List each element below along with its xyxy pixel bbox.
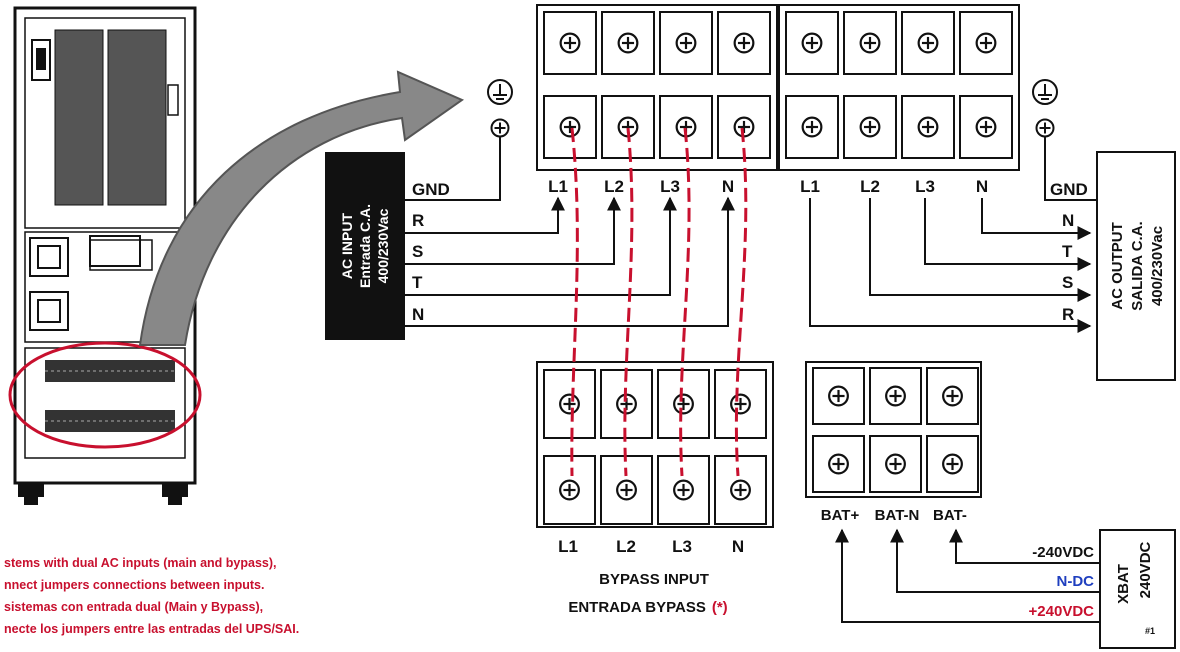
bypass-marker: (*) (712, 599, 728, 616)
output-terminal-block (778, 4, 1020, 171)
bypass-terminal-screw-icon (559, 393, 580, 415)
battery-terminal-screw-icon (942, 385, 963, 407)
output-terminal-l3: L3 (915, 177, 935, 196)
main-terminal-screw-icon (559, 32, 581, 54)
ac-input-subtitle: Entrada C.A. (357, 204, 373, 288)
battery-wire-pos: +240VDC (1029, 603, 1095, 620)
bypass-terminal-cell (543, 369, 596, 439)
main-terminal-screw-icon (675, 32, 697, 54)
output-terminal-cell (843, 95, 897, 159)
bypass-terminal-labels: L1 L2 L3 N (558, 537, 744, 556)
output-ground-icon (1032, 79, 1058, 138)
output-wire-r: R (1062, 305, 1074, 324)
battery-terminal-screw-icon (885, 385, 906, 407)
output-terminal-screw-icon (917, 32, 939, 54)
bypass-terminal-screw-icon (730, 479, 751, 501)
note-line: stems with dual AC inputs (main and bypa… (4, 556, 277, 570)
ac-input-voltage: 400/230Vac (375, 208, 391, 283)
input-ground-icon (487, 79, 513, 138)
xbat-note: #1 (1145, 626, 1155, 636)
main-terminal-l2: L2 (604, 177, 624, 196)
bypass-terminal-screw-icon (673, 393, 694, 415)
battery-terminal-screw-icon (828, 385, 849, 407)
input-wire-s: S (412, 242, 423, 261)
bypass-subtitle: ENTRADA BYPASS (*) (568, 599, 727, 616)
ac-output-block: AC OUTPUT SALIDA C.A. 400/230Vac (1096, 151, 1176, 381)
output-terminal-screw-icon (859, 116, 881, 138)
bypass-subtitle-text: ENTRADA BYPASS (568, 599, 706, 616)
main-terminal-labels: L1 L2 L3 N (548, 177, 734, 196)
output-terminal-screw-icon (801, 116, 823, 138)
ac-output-voltage: 400/230Vac (1149, 226, 1166, 306)
xbat-title: XBAT (1115, 564, 1132, 604)
ups-cabinet-illustration (8, 6, 202, 505)
output-wires (809, 135, 1097, 333)
bypass-terminal-screw-icon (559, 479, 580, 501)
output-wire-t: T (1062, 242, 1073, 261)
bypass-terminal-screw-icon (673, 479, 694, 501)
battery-terminal-screw-icon (828, 453, 849, 475)
bypass-terminal-l3: L3 (672, 537, 692, 556)
battery-terminal-screw-icon (885, 453, 906, 475)
bypass-terminal-block (536, 361, 774, 528)
battery-wires (835, 528, 1100, 623)
main-terminal-l3: L3 (660, 177, 680, 196)
output-wire-n: N (1062, 211, 1074, 230)
main-terminal-l1: L1 (548, 177, 568, 196)
output-terminal-labels: L1 L2 L3 N (800, 177, 988, 196)
ac-output-title: AC OUTPUT (1109, 222, 1126, 310)
ac-input-block: AC INPUT Entrada C.A. 400/230Vac (325, 152, 405, 340)
output-wire-s: S (1062, 273, 1073, 292)
main-input-terminal-block (536, 4, 778, 171)
battery-wire-neg: -240VDC (1032, 544, 1094, 561)
battery-terminal-plus: BAT+ (821, 507, 860, 524)
ac-input-title: AC INPUT (339, 213, 355, 280)
bypass-terminal-cell (543, 455, 596, 525)
ac-output-subtitle: SALIDA C.A. (1129, 221, 1146, 310)
main-terminal-screw-icon (559, 116, 581, 138)
output-terminal-cell (959, 11, 1013, 75)
output-terminal-n: N (976, 177, 988, 196)
input-wires (405, 135, 735, 327)
output-wire-gnd: GND (1050, 180, 1088, 199)
output-terminal-screw-icon (975, 32, 997, 54)
output-terminal-screw-icon (801, 32, 823, 54)
note-line: necte los jumpers entre las entradas del… (4, 622, 299, 636)
zoom-arrow (138, 70, 465, 346)
battery-terminal-labels: BAT+ BAT-N BAT- (821, 507, 967, 524)
bypass-terminal-screw-icon (730, 393, 751, 415)
output-terminal-l2: L2 (860, 177, 880, 196)
xbat-voltage: 240VDC (1137, 541, 1154, 598)
input-wire-t: T (412, 273, 423, 292)
note-line: nnect jumpers connections between inputs… (4, 578, 264, 592)
battery-terminal-block (805, 361, 982, 498)
xbat-box: XBAT 240VDC #1 (1099, 529, 1176, 649)
jumper-wires (570, 127, 748, 477)
bypass-terminal-screw-icon (616, 479, 637, 501)
bypass-terminal-l1: L1 (558, 537, 578, 556)
input-wire-gnd: GND (412, 180, 450, 199)
battery-terminal-n: BAT-N (875, 507, 920, 524)
main-terminal-screw-icon (617, 32, 639, 54)
battery-wire-n: N-DC (1057, 573, 1095, 590)
bypass-title: BYPASS INPUT (599, 571, 709, 588)
bypass-terminal-l2: L2 (616, 537, 636, 556)
main-terminal-n: N (722, 177, 734, 196)
note-line: sistemas con entrada dual (Main y Bypass… (4, 600, 263, 614)
bypass-terminal-n: N (732, 537, 744, 556)
battery-terminal-minus: BAT- (933, 507, 967, 524)
note-text: stems with dual AC inputs (main and bypa… (4, 556, 299, 636)
output-terminal-screw-icon (975, 116, 997, 138)
input-wire-n: N (412, 305, 424, 324)
input-wire-r: R (412, 211, 424, 230)
battery-terminal-screw-icon (942, 453, 963, 475)
main-terminal-screw-icon (733, 32, 755, 54)
output-terminal-screw-icon (859, 32, 881, 54)
output-terminal-l1: L1 (800, 177, 820, 196)
output-terminal-screw-icon (917, 116, 939, 138)
